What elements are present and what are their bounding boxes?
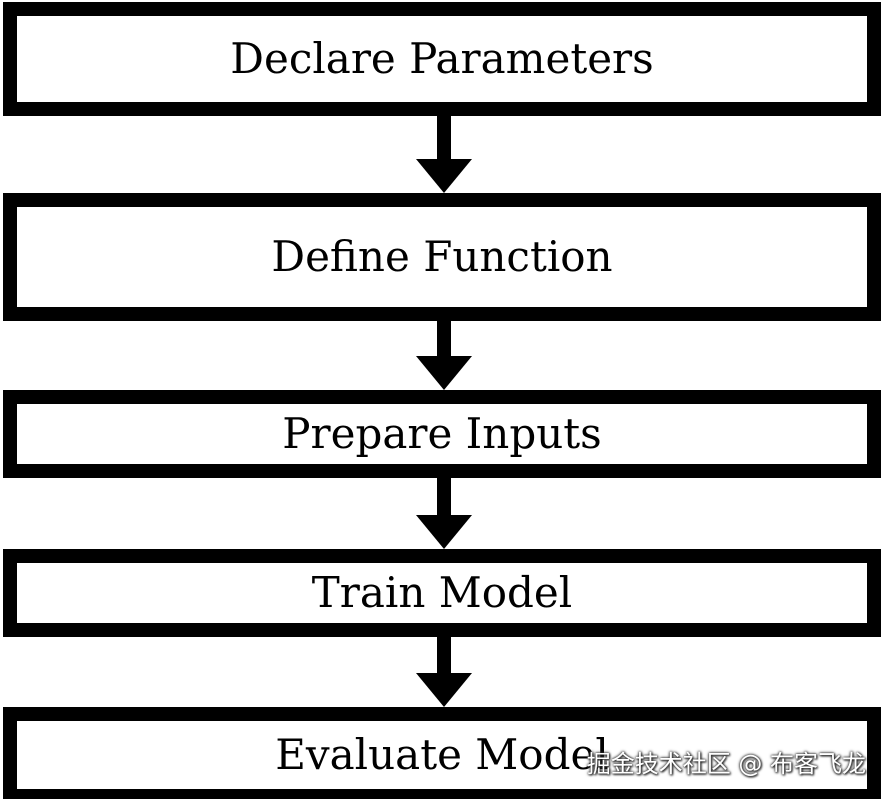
step-box-declare-parameters: Declare Parameters	[3, 2, 881, 116]
down-arrow-icon	[416, 321, 472, 390]
step-label: Define Function	[271, 232, 613, 281]
down-arrow-icon	[416, 116, 472, 193]
step-label: Train Model	[311, 568, 573, 617]
step-label: Declare Parameters	[230, 34, 654, 83]
watermark-text: 掘金技术社区 @ 布客飞龙	[586, 750, 866, 778]
step-box-prepare-inputs: Prepare Inputs	[3, 390, 881, 478]
down-arrow-icon	[416, 478, 472, 549]
step-box-evaluate-model: Evaluate Model	[3, 707, 881, 799]
step-label: Prepare Inputs	[282, 409, 602, 458]
step-label: Evaluate Model	[275, 730, 609, 779]
step-box-define-function: Define Function	[3, 193, 881, 321]
down-arrow-icon	[416, 637, 472, 707]
step-box-train-model: Train Model	[3, 549, 881, 637]
